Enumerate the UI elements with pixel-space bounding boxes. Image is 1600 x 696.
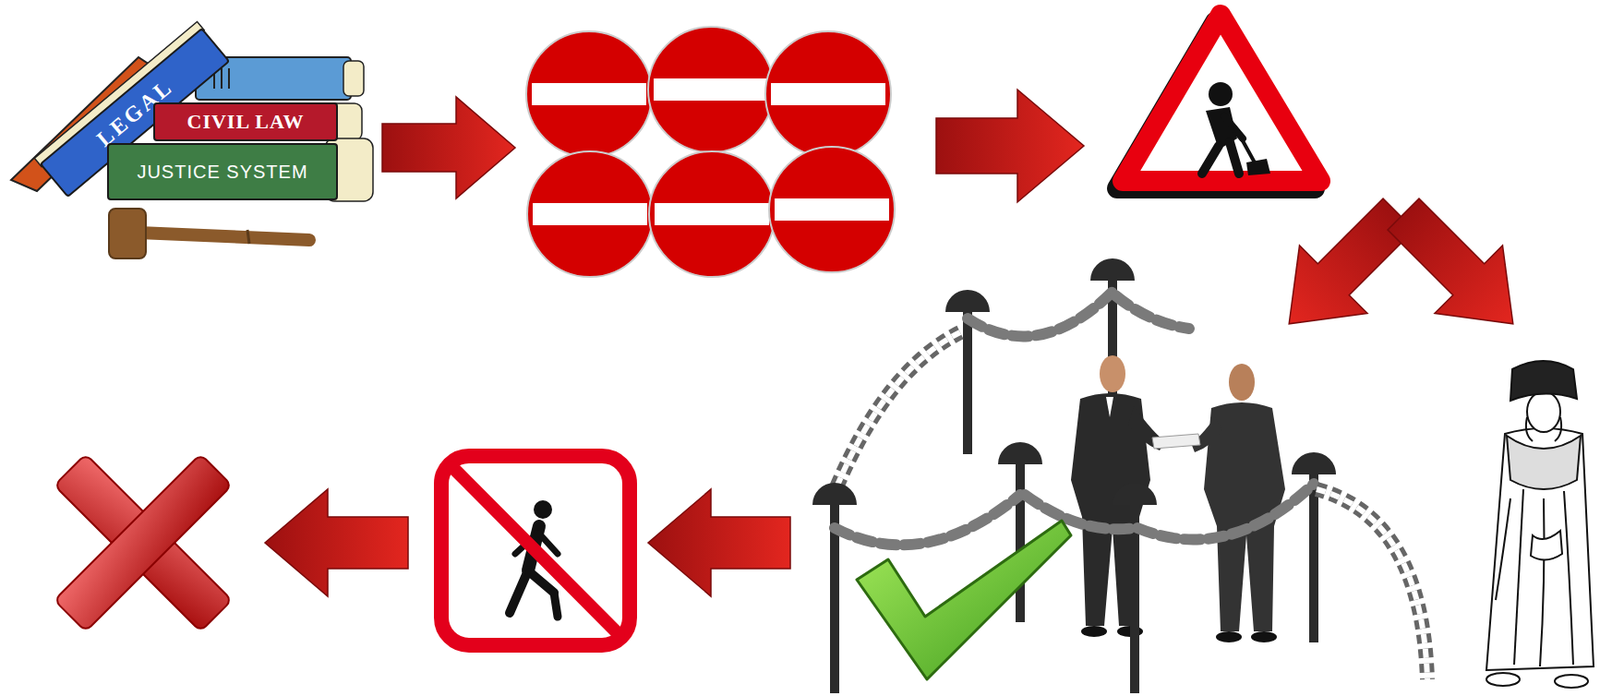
historic-figure-part xyxy=(1526,417,1533,442)
historic-figure-part xyxy=(1514,489,1524,665)
roadworks-sign-part xyxy=(1202,145,1219,174)
no-entry-signs-part xyxy=(765,31,891,157)
book-spine: JUSTICE SYSTEM xyxy=(107,143,338,201)
chain-barrier-front-part xyxy=(998,442,1043,465)
no-entry-signs-part xyxy=(769,146,895,273)
businessmen-part xyxy=(1081,625,1107,638)
chain-barrier-back-part xyxy=(967,291,1113,337)
chain-barrier-back-part xyxy=(836,332,961,488)
no-entry-signs-part xyxy=(531,83,647,106)
book-stack-part xyxy=(220,68,223,89)
flow-arrow xyxy=(264,489,409,597)
historic-figure-part xyxy=(1530,530,1563,561)
roadworks-sign-part xyxy=(1122,14,1321,181)
red-cross xyxy=(54,454,232,632)
historic-figure-part xyxy=(1495,498,1511,601)
split-arrow-part xyxy=(1369,180,1547,358)
chain-barrier-front-part xyxy=(1015,458,1025,623)
no-entry-signs-part xyxy=(648,26,774,153)
flow-arrow xyxy=(648,489,791,597)
historic-figure-part xyxy=(1554,417,1562,442)
check-mark xyxy=(856,520,1071,680)
businessmen-part xyxy=(1228,363,1255,401)
no-entry-signs xyxy=(526,26,895,277)
chain-barrier-front-part xyxy=(1024,494,1135,530)
flow-arrow xyxy=(382,96,516,199)
historic-figure-part xyxy=(1486,428,1594,671)
red-cross-part xyxy=(54,454,232,632)
businessmen-part xyxy=(1099,355,1126,393)
book-title: CIVIL LAW xyxy=(187,109,305,134)
no-pedestrian-sign-part xyxy=(533,500,553,519)
gavel-part xyxy=(247,229,250,244)
no-pedestrian-sign-part xyxy=(441,456,630,646)
no-entry-signs-part xyxy=(526,31,652,157)
historic-figure-part xyxy=(1527,391,1561,433)
no-entry-signs-part xyxy=(770,83,886,106)
red-cross-part xyxy=(54,454,232,632)
businessmen xyxy=(1070,355,1286,643)
split-arrow-part-part xyxy=(1254,180,1432,358)
chain-barrier-back-part xyxy=(836,332,961,488)
historic-figure-part xyxy=(1539,498,1545,667)
businessmen-part xyxy=(1251,631,1277,643)
roadworks-sign-part xyxy=(1208,82,1233,107)
no-entry-signs-part xyxy=(654,203,770,226)
historic-figure-part xyxy=(1506,435,1581,490)
no-entry-signs-part xyxy=(649,151,775,277)
split-arrow-part-part xyxy=(1369,180,1547,358)
businessmen-part xyxy=(1152,433,1201,449)
chain-barrier-front-part xyxy=(1316,489,1428,680)
book-title: JUSTICE SYSTEM xyxy=(136,161,308,183)
book-stack-part xyxy=(343,60,364,97)
no-entry-signs-part xyxy=(527,151,653,277)
no-entry-signs-part xyxy=(532,203,648,226)
roadworks-sign-part xyxy=(1235,127,1256,165)
chain-barrier-front-part xyxy=(1112,482,1157,506)
no-entry-signs-part xyxy=(653,78,769,101)
gavel-part xyxy=(138,232,310,241)
flow-arrow xyxy=(936,89,1084,203)
chain-barrier-front-part xyxy=(1316,489,1428,680)
historic-figure xyxy=(1486,360,1594,688)
gavel-part xyxy=(108,208,146,259)
book-stack-part xyxy=(228,68,230,89)
no-pedestrian-sign-part xyxy=(509,570,529,614)
book-stack xyxy=(11,22,373,202)
historic-figure-part xyxy=(1554,674,1588,688)
historic-figure-part xyxy=(1510,360,1577,401)
businessmen-part xyxy=(1215,631,1242,643)
roadworks-sign-part xyxy=(1229,142,1240,174)
chain-barrier-front-part xyxy=(1137,483,1314,541)
gavel xyxy=(108,208,310,259)
chain-barrier-front xyxy=(812,442,1428,694)
no-pedestrian-sign-part xyxy=(452,467,619,635)
historic-figure-part xyxy=(1563,491,1574,665)
book-spine: CIVIL LAW xyxy=(153,102,338,142)
chain-barrier-back-part xyxy=(1090,258,1135,281)
chain-barrier-back-part xyxy=(1115,295,1190,329)
split-arrow-part xyxy=(1254,180,1432,358)
businessmen-part xyxy=(1106,396,1114,418)
no-pedestrian-sign-part xyxy=(553,592,558,617)
no-pedestrian-sign xyxy=(441,456,630,646)
chain-barrier-back-part xyxy=(945,289,990,313)
roadworks-sign-part xyxy=(1246,158,1271,176)
roadworks-sign xyxy=(1117,14,1321,189)
chain-barrier-front-part xyxy=(834,494,1021,545)
chain-barrier-front-part xyxy=(812,482,857,506)
chain-barrier-front-part xyxy=(1291,452,1336,475)
no-entry-signs-part xyxy=(774,198,890,221)
chain-barrier-back-part xyxy=(962,306,973,455)
split-arrow xyxy=(1254,180,1547,358)
no-pedestrian-sign-part xyxy=(529,572,554,593)
historic-figure-part xyxy=(1486,673,1520,686)
